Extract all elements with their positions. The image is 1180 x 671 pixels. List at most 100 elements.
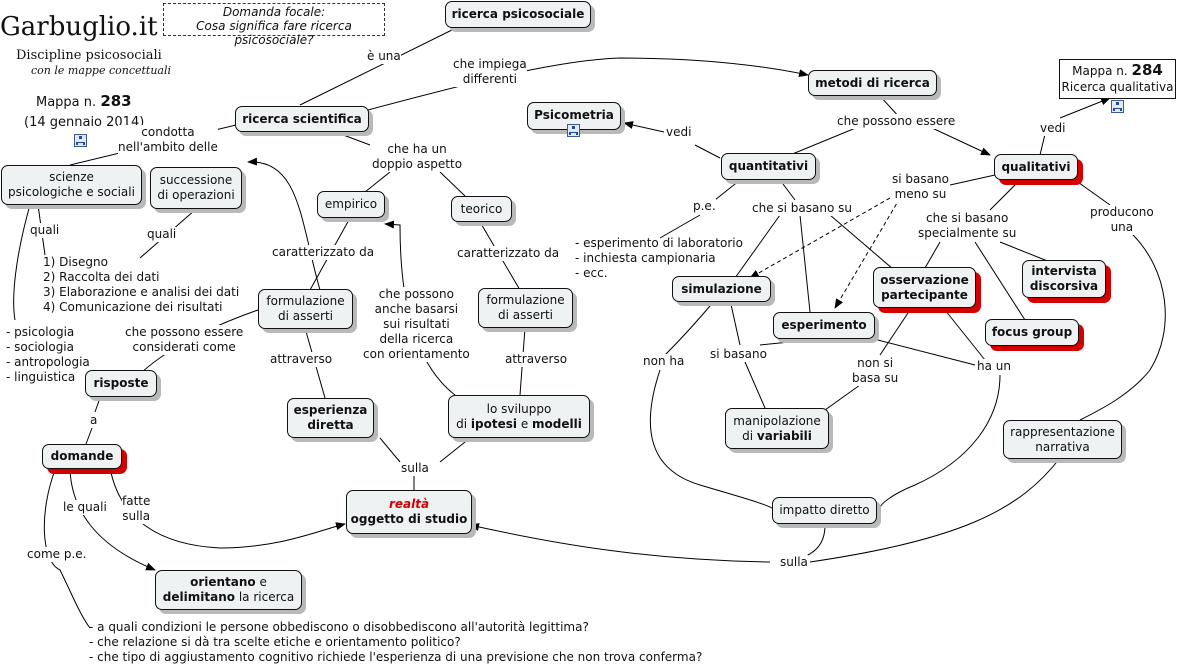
link-label-line2: nell'ambito delle bbox=[118, 140, 218, 154]
node-focus-group[interactable]: focus group bbox=[985, 319, 1079, 346]
map-number: Mappa n. 283 bbox=[36, 92, 132, 111]
link-label: sulla bbox=[780, 555, 808, 570]
link-line bbox=[949, 174, 996, 186]
link-line bbox=[829, 214, 901, 276]
list-item: - antropologia bbox=[6, 355, 90, 369]
link-line bbox=[439, 437, 471, 463]
link-label: quali bbox=[30, 223, 60, 238]
node-teorico[interactable]: teorico bbox=[451, 196, 512, 222]
link-label: p.e. bbox=[693, 199, 716, 214]
link-line bbox=[247, 157, 321, 291]
map-date: (14 gennaio 2014) bbox=[24, 115, 145, 130]
link-label: come p.e. bbox=[27, 547, 87, 562]
node-esperimento[interactable]: esperimento bbox=[773, 312, 875, 339]
node-orientano-line2: delimitano la ricerca bbox=[163, 590, 294, 605]
node-simulazione[interactable]: simulazione bbox=[672, 276, 771, 302]
link-label: caratterizzato da bbox=[457, 246, 560, 261]
link-line bbox=[734, 214, 781, 279]
link-label: si basano meno su bbox=[892, 172, 949, 202]
link-label-line2: considerati come bbox=[132, 340, 236, 354]
link-line bbox=[749, 197, 891, 279]
link-label: che possono anche basarsi sui risultati … bbox=[363, 287, 470, 362]
link-label: attraverso bbox=[270, 352, 333, 367]
node-sviluppo[interactable]: lo sviluppo di ipotesi e modelli bbox=[448, 395, 590, 438]
link-line bbox=[43, 469, 91, 629]
node-manipolazione-variabili: variabili bbox=[756, 428, 812, 443]
node-scienze[interactable]: scienze psicologiche e sociali bbox=[1, 165, 142, 205]
list-fasi: 1) Disegno 2) Raccolta dei dati 3) Elabo… bbox=[43, 255, 239, 315]
focal-question: Domanda focale: Cosa significa fare rice… bbox=[163, 3, 385, 47]
list-item: - inchiesta campionaria bbox=[575, 251, 716, 265]
node-ricerca-psicosociale[interactable]: ricerca psicosociale bbox=[445, 1, 591, 28]
node-domande[interactable]: domande bbox=[42, 444, 122, 469]
link-line bbox=[789, 126, 859, 156]
node-successione-line2: di operazioni bbox=[157, 188, 235, 202]
map-number-value: 283 bbox=[100, 92, 132, 110]
map-link-icon[interactable] bbox=[567, 124, 580, 137]
link-label-line1: si basano bbox=[892, 172, 949, 186]
link-line bbox=[469, 523, 771, 563]
node-metodi-di-ricerca[interactable]: metodi di ricerca bbox=[808, 70, 937, 96]
node-quantitativi[interactable]: quantitativi bbox=[721, 153, 816, 180]
node-manipolazione[interactable]: manipolazione di variabili bbox=[725, 408, 829, 449]
node-rappresentazione-line2: narrativa bbox=[1035, 439, 1090, 454]
list-item: - linguistica bbox=[6, 370, 76, 384]
node-sviluppo-ipotesi: ipotesi bbox=[470, 416, 517, 431]
link-label: non si basa su bbox=[852, 356, 899, 386]
node-intervista-line1: intervista bbox=[1031, 264, 1097, 278]
node-qualitativi[interactable]: qualitativi bbox=[994, 154, 1078, 180]
link-line bbox=[944, 309, 986, 361]
link-label-line2: doppio aspetto bbox=[372, 157, 463, 171]
node-orientano[interactable]: orientano e delimitano la ricerca bbox=[155, 570, 302, 610]
node-formulazione-teorica[interactable]: formulazione di asserti bbox=[478, 288, 573, 328]
link-label-line4: della ricerca bbox=[379, 332, 454, 346]
node-impatto-diretto[interactable]: impatto diretto bbox=[772, 497, 877, 524]
map-link-icon[interactable] bbox=[74, 134, 87, 147]
link-line bbox=[379, 437, 401, 463]
list-item: - a quali condizioni le persone obbedisc… bbox=[89, 620, 589, 634]
node-esperienza-line2: diretta bbox=[307, 418, 354, 432]
node-esperienza-diretta[interactable]: esperienza diretta bbox=[287, 398, 374, 438]
link-label-line1: che possono essere bbox=[125, 325, 244, 339]
link-label: a bbox=[90, 413, 98, 428]
node-risposte[interactable]: risposte bbox=[85, 370, 157, 397]
link-label: vedi bbox=[1040, 121, 1066, 136]
link-label: che ha un doppio aspetto bbox=[372, 142, 463, 172]
site-subtitle: Discipline psicosociali bbox=[16, 48, 162, 63]
link-line bbox=[69, 469, 156, 571]
list-item: 1) Disegno bbox=[43, 255, 108, 269]
node-manipolazione-di: di bbox=[742, 428, 754, 443]
link-label-line2: sulla bbox=[122, 509, 151, 523]
list-quantitativi: - esperimento di laboratorio - inchiesta… bbox=[575, 236, 743, 281]
node-rappresentazione-narrativa[interactable]: rappresentazione narrativa bbox=[1003, 420, 1122, 459]
node-successione[interactable]: successione di operazioni bbox=[150, 167, 242, 209]
link-line bbox=[759, 339, 811, 346]
link-label: che si basano specialmente su bbox=[918, 211, 1017, 241]
focal-question-title: Domanda focale: bbox=[222, 5, 326, 19]
node-orientano-line1: orientano e bbox=[190, 575, 267, 590]
link-label-line1: che si basano bbox=[925, 211, 1009, 225]
link-line bbox=[694, 144, 721, 159]
node-realta[interactable]: realtà oggetto di studio bbox=[346, 490, 472, 534]
node-orientano-word: orientano bbox=[190, 575, 256, 589]
link-label: che possono essere bbox=[837, 114, 956, 129]
node-intervista-discorsiva[interactable]: intervista discorsiva bbox=[1022, 260, 1106, 298]
link-label: condotta nell'ambito delle bbox=[118, 125, 218, 155]
list-item: 3) Elaborazione e analisi dei dati bbox=[43, 285, 240, 299]
link-line bbox=[1059, 97, 1111, 119]
node-intervista-line2: discorsiva bbox=[1029, 279, 1099, 293]
node-formulazione-line1: formulazione bbox=[266, 294, 345, 308]
link-label: si basano bbox=[710, 347, 767, 362]
list-item: 4) Comunicazione dei risultati bbox=[43, 300, 223, 314]
link-label-line1: che impiega bbox=[453, 57, 527, 71]
node-sviluppo-line1: lo sviluppo bbox=[486, 401, 552, 416]
link-line bbox=[329, 129, 371, 146]
map-number-label: Mappa n. bbox=[36, 95, 97, 110]
map-link-icon[interactable] bbox=[1111, 100, 1124, 113]
node-formulazione-empirica[interactable]: formulazione di asserti bbox=[258, 289, 353, 329]
node-ricerca-scientifica[interactable]: ricerca scientifica bbox=[235, 106, 369, 132]
node-empirico[interactable]: empirico bbox=[317, 191, 385, 218]
node-osservazione-partecipante[interactable]: osservazione partecipante bbox=[873, 267, 976, 308]
linked-map-284[interactable]: Mappa n. 284 Ricerca qualitativa bbox=[1059, 59, 1176, 99]
node-manipolazione-line1: manipolazione bbox=[733, 413, 821, 428]
